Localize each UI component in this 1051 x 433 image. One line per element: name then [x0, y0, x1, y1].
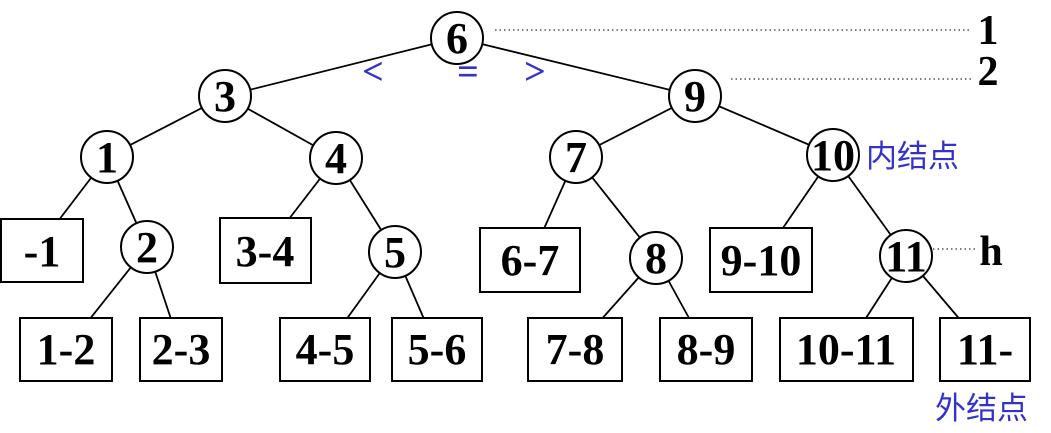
node-label: 10	[811, 131, 855, 180]
node-label: 3	[214, 72, 236, 121]
comparison-operators: < = >	[362, 51, 546, 93]
node-circle	[120, 220, 174, 274]
leaf-rect	[779, 317, 914, 382]
external-node-neg1: -1	[0, 218, 84, 283]
node-label: 7	[565, 133, 587, 182]
external-node-9-10: 9-10	[709, 227, 813, 293]
node-label: 8	[645, 234, 667, 283]
node-circle	[80, 130, 134, 184]
leaf-rect	[139, 317, 223, 382]
internal-node-6: 6	[430, 11, 484, 65]
level-labels: 1 2 h	[978, 8, 1003, 275]
external-node-5-6: 5-6	[391, 317, 483, 382]
leaf-rect	[709, 227, 813, 293]
leaf-label: -1	[24, 227, 61, 276]
external-node-3-4: 3-4	[219, 217, 312, 284]
node-circle	[629, 231, 683, 285]
equal-operator: =	[457, 51, 479, 93]
external-node-annotation: 外结点	[935, 391, 1028, 426]
leaf-label: 1-2	[37, 325, 96, 374]
leaf-label: 6-7	[501, 236, 560, 285]
leaf-rect	[939, 317, 1031, 382]
node-label: 1	[96, 133, 118, 182]
node-label: 5	[384, 228, 406, 277]
node-label: 4	[325, 134, 347, 183]
external-node-11plus: 11-	[939, 317, 1031, 382]
leaf-label: 2-3	[152, 325, 211, 374]
leaf-label: 11-	[957, 325, 1013, 374]
external-node-8-9: 8-9	[659, 317, 753, 382]
leaf-rect	[219, 217, 312, 284]
level-2-label: 2	[978, 49, 999, 95]
chinese-annotations: 内结点 外结点	[866, 139, 1028, 426]
internal-node-10: 10	[806, 128, 860, 182]
node-circle	[198, 69, 252, 123]
node-circle	[309, 131, 363, 185]
node-circle	[368, 225, 422, 279]
leaf-rect	[479, 227, 581, 293]
leaf-rect	[279, 317, 371, 382]
internal-node-7: 7	[549, 130, 603, 184]
leaf-label: 10-11	[796, 325, 896, 374]
node-label: 11	[885, 232, 927, 281]
internal-nodes: 6 3 9 1 4 7 10 2	[80, 11, 933, 285]
node-circle	[806, 128, 860, 182]
external-node-10-11: 10-11	[779, 317, 914, 382]
internal-node-4: 4	[309, 131, 363, 185]
external-node-7-8: 7-8	[527, 317, 623, 382]
leaf-rect	[391, 317, 483, 382]
edge	[456, 37, 696, 97]
edge	[224, 37, 458, 97]
internal-node-5: 5	[368, 225, 422, 279]
external-node-6-7: 6-7	[479, 227, 581, 293]
leaf-rect	[0, 218, 84, 283]
internal-node-annotation: 内结点	[866, 139, 959, 174]
node-circle	[549, 130, 603, 184]
leaf-label: 7-8	[546, 325, 605, 374]
node-circle	[879, 229, 933, 283]
node-label: 9	[684, 72, 706, 121]
internal-node-1: 1	[80, 130, 134, 184]
leaf-rect	[659, 317, 753, 382]
leaf-label: 4-5	[296, 325, 355, 374]
node-circle	[668, 69, 722, 123]
external-node-1-2: 1-2	[19, 317, 113, 382]
internal-node-2: 2	[120, 220, 174, 274]
greater-than-operator: >	[524, 51, 546, 93]
leaf-label: 3-4	[236, 227, 295, 276]
internal-node-11: 11	[879, 229, 933, 283]
external-node-4-5: 4-5	[279, 317, 371, 382]
less-than-operator: <	[362, 51, 384, 93]
leaf-label: 8-9	[677, 325, 736, 374]
node-label: 2	[136, 223, 158, 272]
level-1-label: 1	[978, 8, 999, 54]
node-label: 6	[446, 14, 468, 63]
external-nodes: -1 3-4 6-7 9-10 1-2 2-3 4-5 5-6	[0, 217, 1031, 382]
internal-node-3: 3	[198, 69, 252, 123]
leaf-label: 9-10	[721, 236, 802, 285]
leaf-label: 5-6	[408, 325, 467, 374]
internal-node-8: 8	[629, 231, 683, 285]
leaf-rect	[527, 317, 623, 382]
internal-node-9: 9	[668, 69, 722, 123]
leaf-rect	[19, 317, 113, 382]
height-label: h	[979, 229, 1002, 275]
tree-edges	[35, 37, 986, 350]
level-guides	[495, 29, 976, 250]
external-node-2-3: 2-3	[139, 317, 223, 382]
node-circle	[430, 11, 484, 65]
